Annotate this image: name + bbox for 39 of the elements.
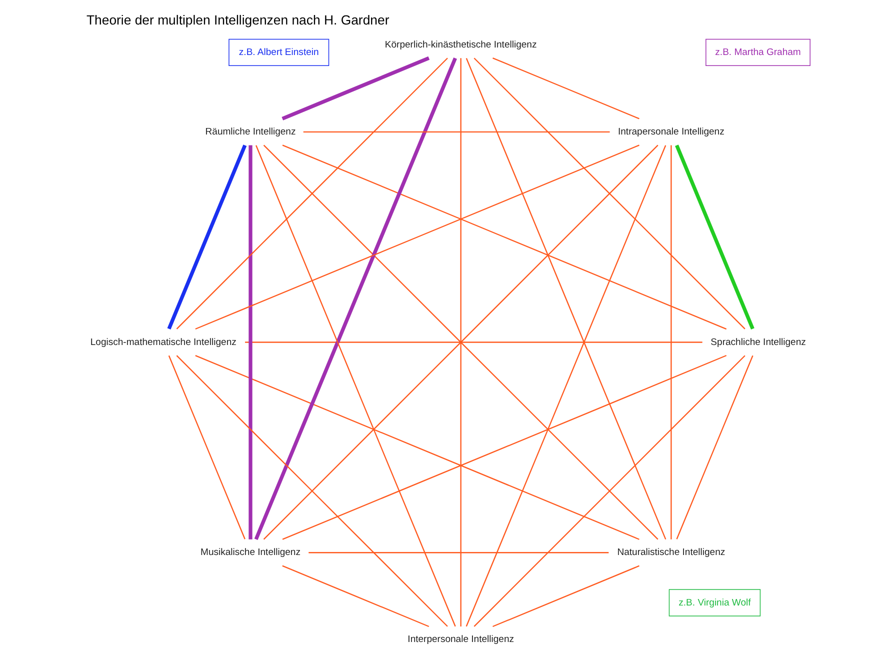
node-box: z.B. Martha Graham — [706, 38, 810, 66]
node-text: Sprachliche Intelligenz — [710, 336, 806, 348]
connector — [492, 57, 640, 120]
connector — [248, 145, 252, 540]
node-text: Intrapersonale Intelligenz — [618, 126, 724, 138]
diagram-title: Theorie der multiplen Intelligenzen nach H. Gardner — [86, 12, 390, 28]
connector — [474, 355, 746, 627]
connector — [167, 144, 247, 330]
connector — [308, 552, 609, 554]
connector — [176, 355, 448, 627]
connector — [195, 355, 640, 540]
connector — [303, 131, 610, 133]
node-text: Logisch-mathematische Intelligenz — [90, 336, 236, 348]
connector — [460, 58, 462, 626]
connector — [492, 565, 640, 628]
connector — [282, 144, 727, 330]
node-text: Räumliche Intelligenz — [205, 126, 296, 138]
node-text: Körperlich-kinästhetische Intelligenz — [384, 39, 537, 50]
connector — [263, 144, 658, 540]
node-text: Naturalistische Intelligenz — [617, 547, 726, 558]
connector — [670, 145, 672, 540]
connector — [282, 354, 727, 540]
connector — [282, 565, 430, 628]
connector — [676, 355, 754, 540]
node-text: Interpersonale Intelligenz — [408, 634, 514, 646]
node-text: Musikalische Intelligenz — [200, 547, 300, 558]
connector — [168, 355, 246, 540]
node-box: z.B. Virginia Wolf — [668, 589, 761, 616]
connector — [675, 144, 754, 330]
node-box: z.B. Albert Einstein — [228, 38, 330, 66]
connector — [466, 145, 666, 627]
connector — [282, 56, 430, 120]
connector — [176, 58, 448, 330]
connector — [466, 58, 666, 540]
connector — [245, 342, 702, 343]
connector — [195, 144, 640, 330]
connector — [254, 58, 457, 540]
connector — [474, 58, 746, 330]
connector — [256, 145, 456, 627]
